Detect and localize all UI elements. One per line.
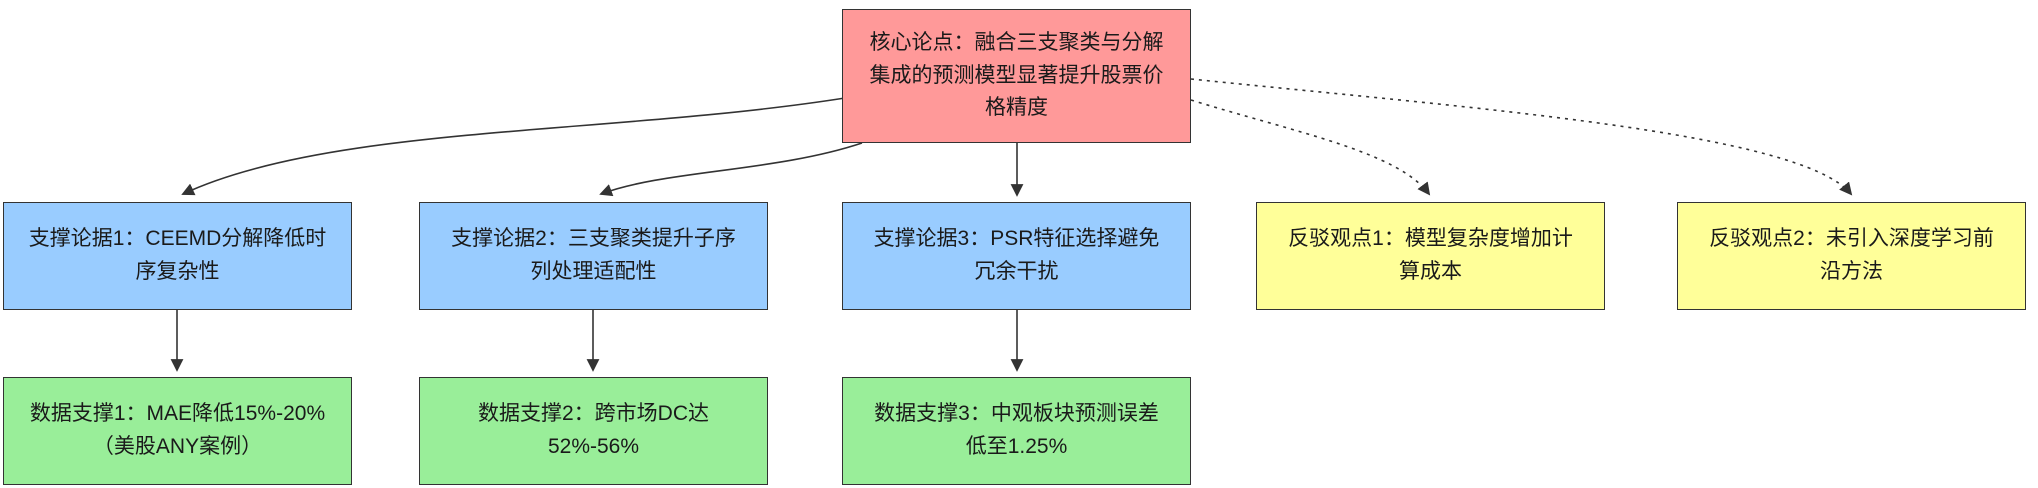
edge-core-to-rebuttal-2	[1190, 78, 1853, 196]
evidence-node-2: 数据支撑2：跨市场DC达52%-56%	[419, 377, 768, 485]
evidence-node-3: 数据支撑3：中观板块预测误差低至1.25%	[842, 377, 1191, 485]
rebuttal-node-1: 反驳观点1：模型复杂度增加计算成本	[1256, 202, 1605, 310]
edge-core-to-rebuttal-1	[1190, 99, 1431, 196]
evidence-label-2: 数据支撑2：跨市场DC达52%-56%	[477, 402, 709, 458]
support-label-1: 支撑论据1：CEEMD分解降低时序复杂性	[28, 227, 327, 283]
support-node-1: 支撑论据1：CEEMD分解降低时序复杂性	[3, 202, 352, 310]
core-claim-node: 核心论点：融合三支聚类与分解集成的预测模型显著提升股票价格精度	[842, 9, 1191, 143]
edge-core-to-support-1	[181, 97, 846, 196]
evidence-label-3: 数据支撑3：中观板块预测误差低至1.25%	[874, 402, 1159, 458]
support-node-2: 支撑论据2：三支聚类提升子序列处理适配性	[419, 202, 768, 310]
evidence-node-1: 数据支撑1：MAE降低15%-20%（美股ANY案例）	[3, 377, 352, 485]
rebuttal-node-2: 反驳观点2：未引入深度学习前沿方法	[1677, 202, 2026, 310]
support-label-3: 支撑论据3：PSR特征选择避免冗余干扰	[873, 227, 1160, 283]
support-label-2: 支撑论据2：三支聚类提升子序列处理适配性	[451, 227, 736, 283]
rebuttal-label-1: 反驳观点1：模型复杂度增加计算成本	[1288, 227, 1573, 283]
core-claim-label: 核心论点：融合三支聚类与分解集成的预测模型显著提升股票价格精度	[869, 31, 1164, 120]
support-node-3: 支撑论据3：PSR特征选择避免冗余干扰	[842, 202, 1191, 310]
rebuttal-label-2: 反驳观点2：未引入深度学习前沿方法	[1709, 227, 1994, 283]
evidence-label-1: 数据支撑1：MAE降低15%-20%（美股ANY案例）	[29, 402, 326, 458]
edge-core-to-support-2	[599, 142, 863, 197]
